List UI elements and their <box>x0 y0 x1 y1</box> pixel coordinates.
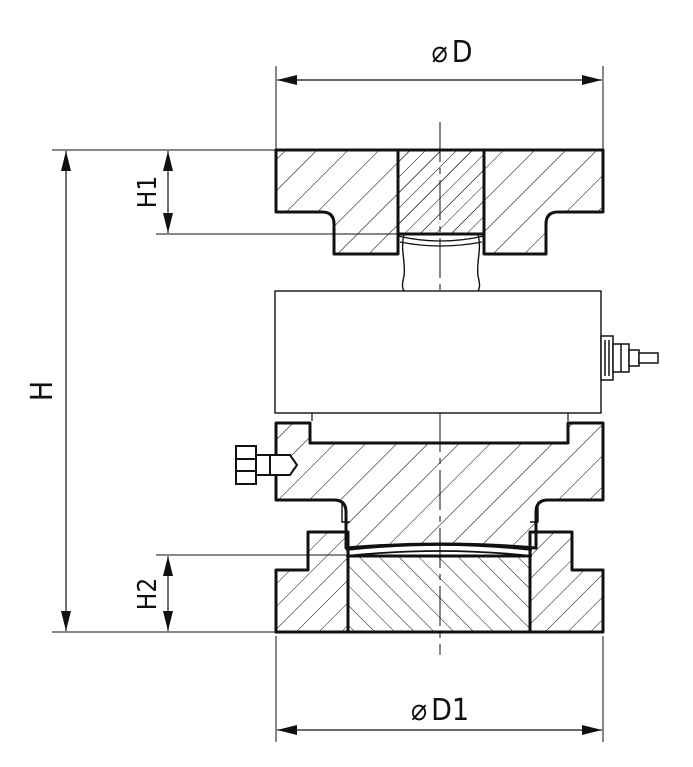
top-plate <box>274 148 605 256</box>
svg-text:⌀D: ⌀D <box>431 35 472 70</box>
dimension-d: ⌀D <box>275 35 604 150</box>
lower-plate <box>274 421 605 550</box>
dimension-h: H <box>25 149 276 633</box>
diameter-symbol-d: ⌀ <box>431 35 447 70</box>
dimension-label-h1: H1 <box>133 176 163 208</box>
dimension-label-h: H <box>25 381 60 401</box>
diameter-symbol-d1: ⌀ <box>411 693 427 728</box>
dimension-d1: ⌀D1 <box>275 636 604 742</box>
dimension-label-h2: H2 <box>133 578 163 610</box>
dimension-label-d: D <box>452 35 473 70</box>
top-neck <box>401 233 481 292</box>
dimension-label-d1: D1 <box>431 693 469 728</box>
base-plate <box>274 530 605 634</box>
cable-connector-icon <box>600 335 659 381</box>
top-insert <box>396 148 486 236</box>
base-insert <box>346 554 532 634</box>
dimension-h2: H2 <box>133 554 346 631</box>
sensor-body <box>274 290 602 421</box>
bolt-icon <box>235 445 299 485</box>
dimension-h1: H1 <box>133 151 398 235</box>
spherical-interface <box>345 544 533 557</box>
svg-text:⌀D1: ⌀D1 <box>411 693 469 728</box>
